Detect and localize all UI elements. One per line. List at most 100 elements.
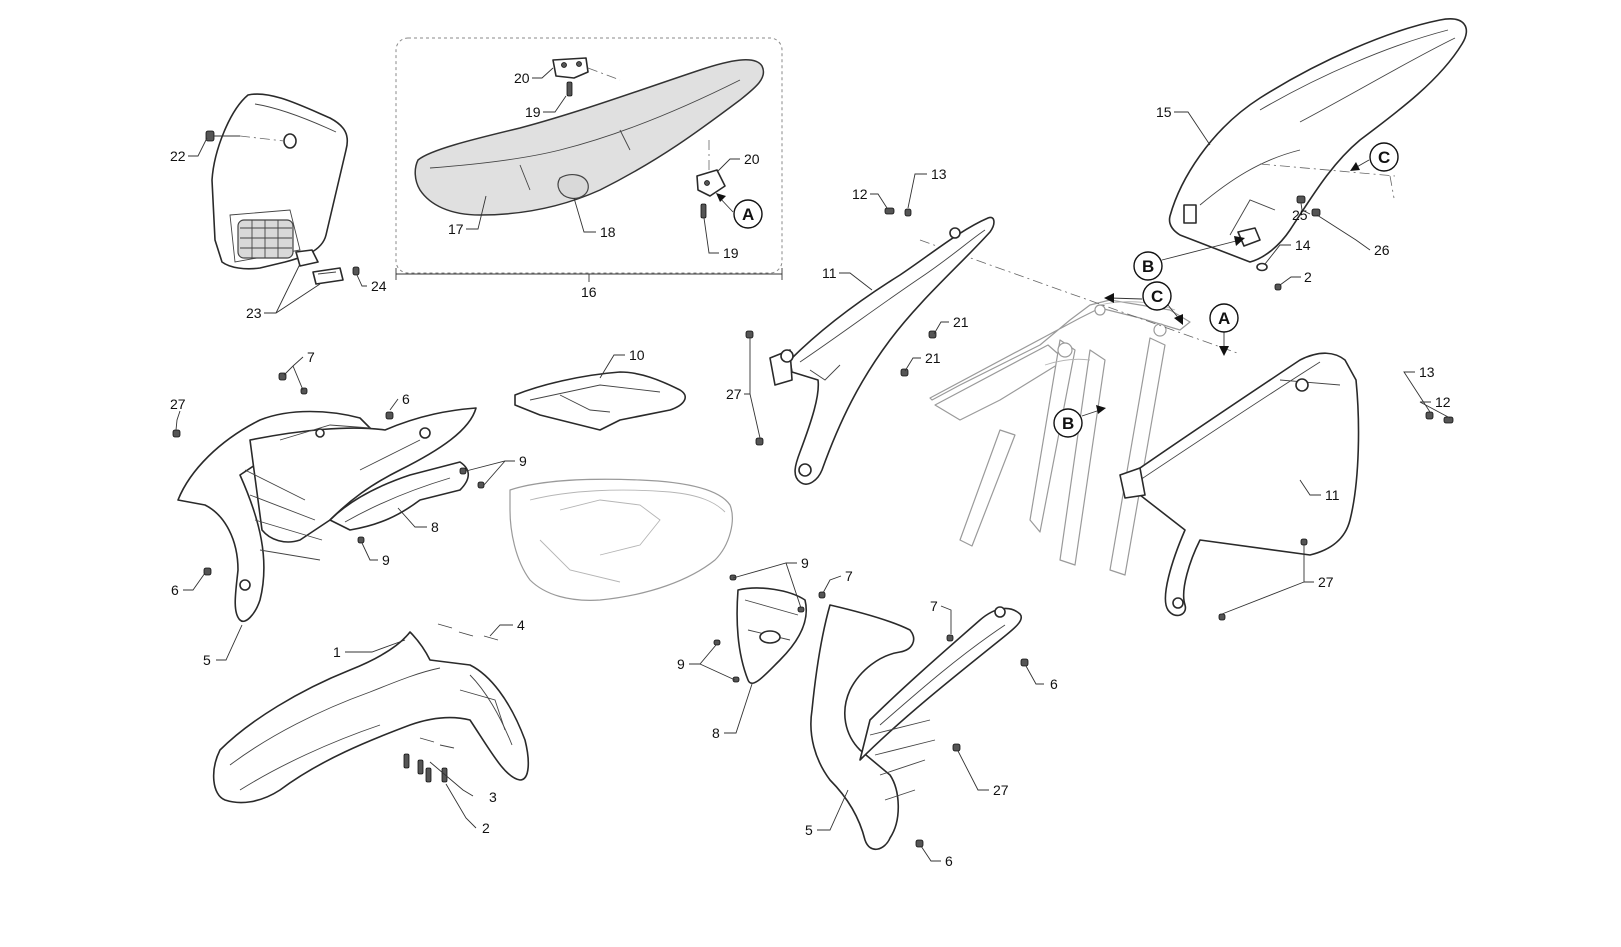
callout-24: 24: [371, 278, 387, 294]
headlight-lens: [237, 219, 294, 259]
callout-2-rear: 2: [1304, 269, 1312, 285]
callout-4: 4: [517, 617, 525, 633]
screw-22: [205, 130, 285, 142]
screw-12-left: [884, 207, 895, 215]
ref-c-frame: C: [1151, 287, 1163, 306]
callout-9-a: 9: [519, 453, 527, 469]
callout-11-left: 11: [822, 265, 837, 281]
screw-6-right-bottom: [915, 839, 924, 848]
airbox-cover: [514, 371, 686, 431]
rear-fender: [1168, 18, 1468, 263]
side-panel-left: [769, 216, 995, 485]
seat: [414, 59, 765, 216]
callout-14: 14: [1295, 237, 1311, 253]
washer-13-right: [1425, 411, 1434, 420]
headlight-mask: [211, 93, 349, 270]
callout-17: 17: [448, 221, 464, 237]
callout-19-rear: 19: [723, 245, 739, 261]
ref-a-frame: A: [1218, 309, 1230, 328]
fender-hardware-top: [437, 623, 499, 641]
seat-bracket-rear: [696, 140, 726, 197]
callout-20-rear: 20: [744, 151, 760, 167]
callout-6-c: 6: [1050, 676, 1058, 692]
ref-b-frame: B: [1062, 414, 1074, 433]
callout-3: 3: [489, 789, 497, 805]
fender-hardware-bottom: [403, 737, 455, 783]
radiator-shroud-left: [177, 407, 477, 622]
leader-lines: [175, 67, 1451, 862]
subframe: [929, 299, 1191, 576]
screw-27-right-bottom: [1218, 613, 1226, 621]
grommet-23: [312, 267, 344, 285]
callout-9-b: 9: [382, 552, 390, 568]
callout-5-right: 5: [805, 822, 813, 838]
screw-26: [1311, 208, 1321, 217]
seat-group-box: [395, 37, 783, 274]
washer-14: [1256, 262, 1268, 272]
callout-12-right: 12: [1435, 394, 1451, 410]
callout-6-a: 6: [402, 391, 410, 407]
callout-6-d: 6: [945, 853, 953, 869]
washer-13-left: [904, 208, 912, 217]
callout-21-b: 21: [925, 350, 941, 366]
screw-12-right: [1443, 416, 1454, 424]
screw-6-left-top: [385, 411, 394, 420]
callout-22: 22: [170, 148, 186, 164]
callout-19-front: 19: [525, 104, 541, 120]
callout-8-a: 8: [431, 519, 439, 535]
screw-9-c: [357, 536, 365, 544]
side-panel-right: [1119, 352, 1360, 617]
callout-7-c: 7: [930, 598, 938, 614]
screw-27-right-shroud: [952, 743, 961, 752]
callout-1: 1: [333, 644, 341, 660]
callout-27-c: 27: [1318, 574, 1334, 590]
callout-13-left: 13: [931, 166, 947, 182]
screw-9-a: [459, 467, 467, 475]
screw-6-left-bottom: [203, 567, 212, 576]
front-fender: [212, 631, 530, 804]
callout-27-a: 27: [726, 386, 742, 402]
callout-23: 23: [246, 305, 262, 321]
callout-21-a: 21: [953, 314, 969, 330]
callout-15: 15: [1156, 104, 1172, 120]
screw-9-f: [713, 639, 721, 646]
screw-9-b: [477, 481, 485, 489]
screw-27-left-top: [745, 330, 754, 339]
reference-arrows: [716, 159, 1370, 417]
callout-2-front: 2: [482, 820, 490, 836]
shroud-inner-right: [736, 587, 807, 684]
fuel-tank: [509, 478, 733, 601]
ref-a-seat: A: [742, 205, 754, 224]
callout-7-a: 7: [307, 349, 315, 365]
ref-c-fender: C: [1378, 148, 1390, 167]
screw-27-shroud: [172, 429, 181, 438]
seat-bracket-front: [552, 57, 621, 81]
callout-18: 18: [600, 224, 616, 240]
callout-11-right: 11: [1325, 487, 1340, 503]
callout-12-left: 12: [852, 186, 868, 202]
reference-markers: A A B B C C: [733, 142, 1399, 438]
callout-25: 25: [1292, 207, 1308, 223]
screw-7-left-b: [300, 387, 308, 395]
callout-9-c: 9: [801, 555, 809, 571]
callout-8-b: 8: [712, 725, 720, 741]
shroud-inner-left: [329, 461, 470, 531]
callout-27-d: 27: [993, 782, 1009, 798]
ref-b-fender: B: [1142, 257, 1154, 276]
screw-25: [1296, 195, 1306, 204]
callout-10: 10: [629, 347, 645, 363]
screw-21b: [900, 368, 909, 377]
screw-7-right-a: [818, 591, 826, 599]
screw-19-front: [566, 81, 573, 97]
callout-16: 16: [581, 284, 597, 300]
radiator-shroud-right: [810, 604, 1022, 850]
callout-labels: 1 2 2 3 4 5 5 6 6 6 6 7 7 7 8 8 9 9 9 9 …: [170, 70, 1451, 869]
callout-27-b: 27: [170, 396, 186, 412]
screw-24: [352, 266, 360, 276]
screw-27-right-top: [1300, 538, 1308, 546]
callout-26: 26: [1374, 242, 1390, 258]
screw-19-rear: [700, 203, 707, 219]
screw-27-left-bottom: [755, 437, 764, 446]
screw-2-rear: [1274, 283, 1282, 291]
